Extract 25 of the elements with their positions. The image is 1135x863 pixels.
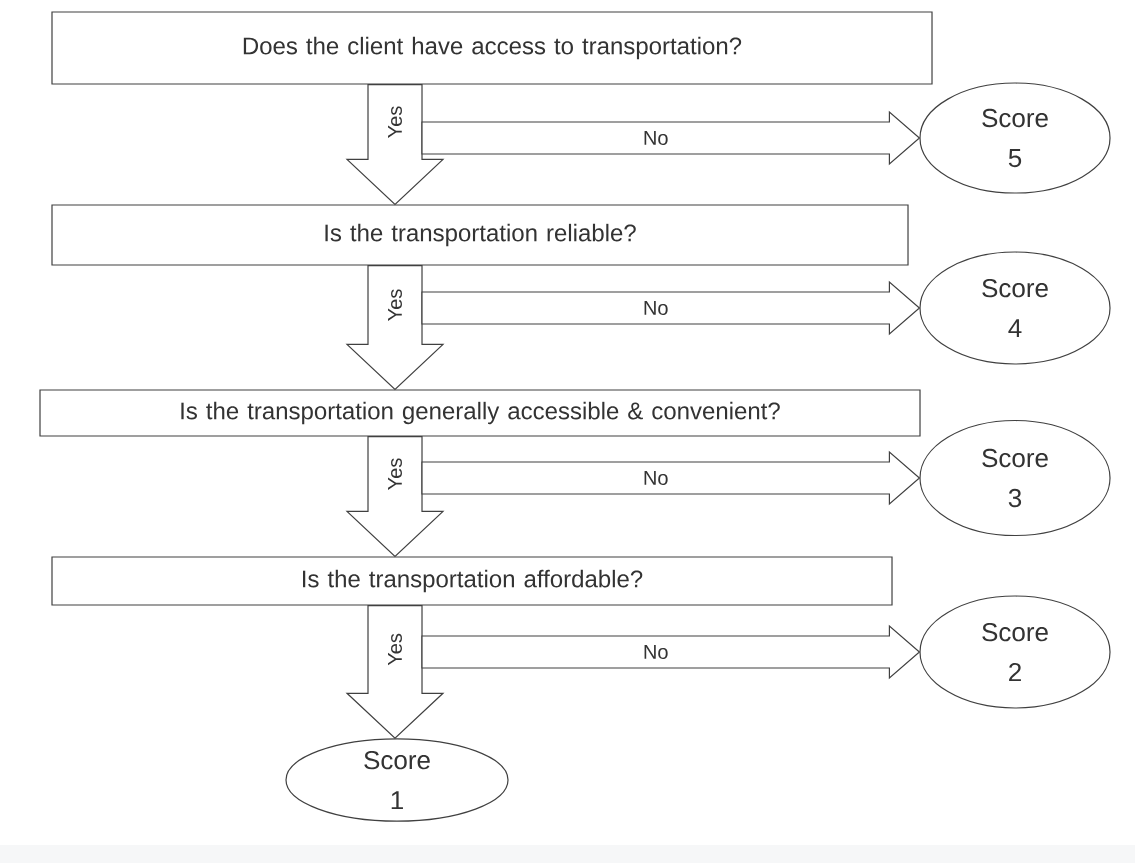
score-oval: Score 1 [285,738,509,822]
edge-label: No [644,301,668,315]
block-arrow [345,436,445,558]
edge-label: No [644,131,668,145]
block-arrow [421,280,921,336]
block-arrow [421,624,921,680]
edge-label: No [644,471,668,485]
block-arrow [421,450,921,506]
question-box: Is the transportation affordable? [51,556,893,606]
question-box: Is the transportation reliable? [51,204,909,266]
block-arrow [345,605,445,740]
edge-label: Yes [388,289,402,321]
score-oval: Score 2 [919,595,1111,709]
block-arrow [421,110,921,166]
score-oval: Score 4 [919,251,1111,365]
edge-label: Yes [388,106,402,138]
score-oval: Score 3 [919,419,1111,537]
question-box: Does the client have access to transportation? [51,11,933,85]
edge-label: Yes [388,458,402,490]
question-box: Is the transportation generally accessible & convenient? [39,389,921,437]
block-arrow [345,84,445,206]
score-oval: Score 5 [919,82,1111,194]
edge-label: Yes [388,633,402,666]
edge-label: No [644,645,668,659]
block-arrow [345,265,445,391]
